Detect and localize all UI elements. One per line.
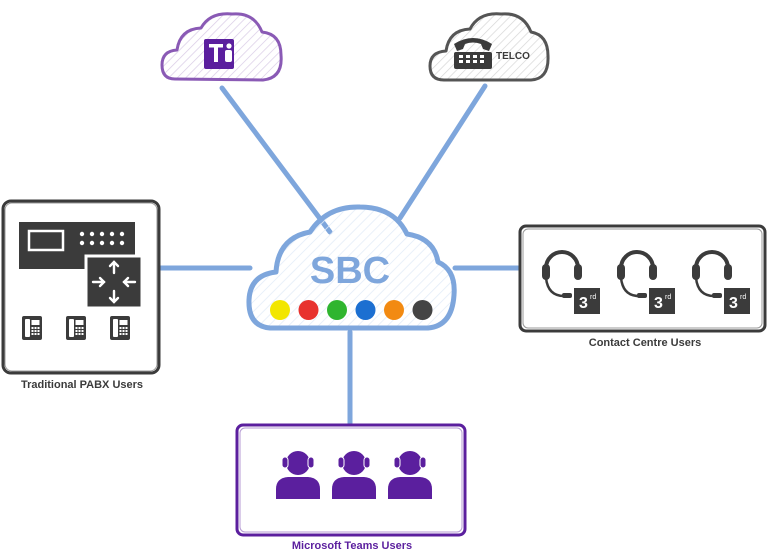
agent-headset-icon: 3 rd (690, 250, 750, 314)
telco-label: TELCO (496, 51, 530, 62)
status-dots (270, 300, 433, 320)
router-icon (84, 254, 144, 310)
teams-users-box (235, 423, 467, 537)
agent-headset-icon: 3 rd (540, 250, 600, 314)
telco-cloud: TELCO (428, 12, 550, 82)
third-party-badge: 3 (729, 295, 738, 312)
desk-phone-icon (110, 316, 130, 340)
status-dot (298, 300, 319, 320)
telephone-icon (454, 38, 492, 69)
contact-centre-box: 3 rd 3 rd 3 rd (518, 224, 767, 333)
status-dot (270, 300, 290, 320)
link-telco-sbc (397, 83, 488, 221)
third-party-badge: 3 (654, 295, 663, 312)
microsoft-teams-icon (204, 39, 234, 69)
third-party-badge-sup: rd (590, 294, 596, 301)
pabx-caption: Traditional PABX Users (20, 379, 144, 391)
status-dot (327, 300, 347, 320)
third-party-badge-sup: rd (740, 294, 746, 301)
desk-phone-icon (66, 316, 86, 340)
contact-centre-caption: Contact Centre Users (588, 337, 702, 349)
status-dot (355, 300, 376, 320)
sbc-label: SBC (310, 250, 390, 292)
teams-users-caption: Microsoft Teams Users (291, 540, 413, 552)
third-party-badge-sup: rd (665, 294, 671, 301)
status-dot (412, 300, 433, 320)
link-teams-sbc (219, 85, 333, 235)
agent-headset-icon: 3 rd (615, 250, 675, 314)
teams-cloud (160, 12, 283, 82)
sbc-cloud: SBC (246, 204, 457, 331)
connection-lines (157, 83, 523, 427)
third-party-badge: 3 (579, 295, 588, 312)
desk-phone-icon (22, 316, 42, 340)
pabx-box (1, 199, 161, 375)
status-dot (384, 300, 404, 320)
